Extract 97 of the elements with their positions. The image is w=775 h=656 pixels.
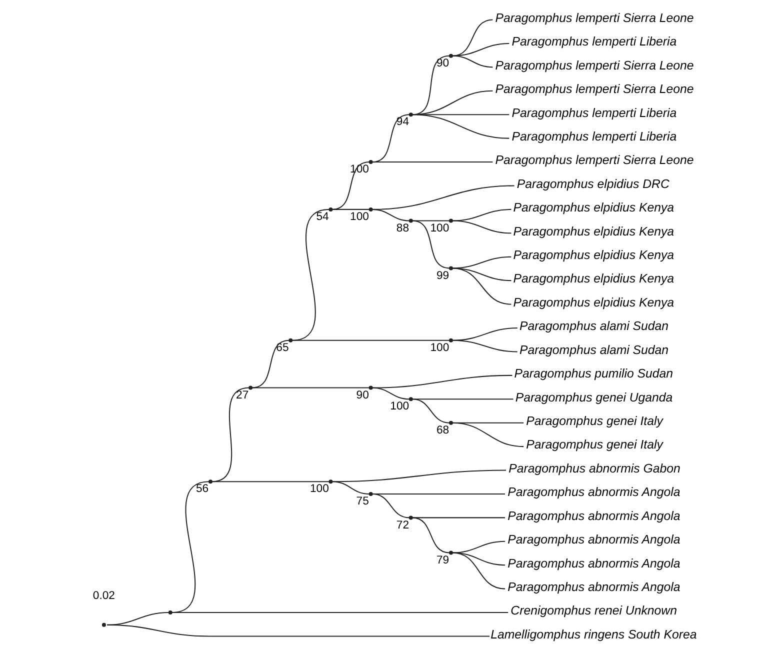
connector (452, 422, 524, 448)
node-label: 90 (436, 57, 449, 70)
node-text: Paragomphus lemperti Sierra Leone (494, 82, 694, 96)
connector (452, 552, 505, 590)
node-point (168, 610, 172, 615)
connector (452, 268, 511, 305)
label: 0.02 (92, 590, 114, 602)
node-label: 65 (276, 342, 288, 354)
connector (372, 162, 492, 163)
node-point (101, 622, 106, 627)
connector (452, 340, 517, 352)
node-point (408, 218, 412, 223)
node-text: Crenigomphus renei Unknown (510, 604, 676, 618)
node-label: 90 (356, 389, 368, 402)
connector (412, 398, 513, 400)
node-text: Paragomphus abnormis Angola (507, 508, 680, 523)
node-text: Paragomphus lemperti Sierra Leone (494, 153, 694, 168)
node-point (448, 420, 452, 425)
node-point (208, 480, 212, 484)
node-point (368, 207, 372, 212)
node-text: Paragomphus lemperti Liberia (511, 34, 676, 49)
node-label: 54 (316, 211, 328, 223)
node-label: 68 (436, 424, 449, 436)
node-text: Paragomphus elpidius Kenya (512, 295, 674, 310)
node-text: Paragomphus alami Sudan (518, 342, 668, 357)
node-text: Paragomphus elpidius Kenya (512, 224, 674, 238)
node-label: 88 (396, 222, 409, 234)
node-point (448, 54, 452, 58)
node-point (448, 266, 452, 270)
node-text: Paragomphus elpidius Kenya (512, 272, 674, 286)
node-text: Lamelligomphus ringens South Korea (490, 627, 696, 642)
connector (332, 162, 369, 210)
connector (372, 208, 409, 222)
node-point (328, 480, 332, 484)
connector (372, 387, 409, 400)
node-label: 100 (309, 483, 328, 496)
node-label: 56 (195, 483, 208, 496)
connector (452, 220, 511, 234)
connector (106, 624, 490, 637)
node-point (448, 338, 452, 342)
connector (412, 517, 450, 554)
node-text: Paragomphus elpidius Kenya (512, 248, 674, 262)
node-point (448, 218, 452, 223)
connector (332, 208, 369, 210)
connector (412, 220, 450, 269)
connector (452, 42, 509, 56)
node-point (328, 207, 332, 212)
connector (412, 517, 505, 518)
node-text: Paragomphus genei Italy (526, 414, 662, 428)
node-text: Paragomphus lemperti Sierra Leone (494, 58, 694, 72)
node-point (368, 386, 372, 390)
node-text: Paragomphus pumilio Sudan (514, 366, 673, 381)
connector (332, 481, 369, 494)
node-label: 79 (436, 554, 449, 566)
connector (452, 208, 511, 222)
node-label: 100 (430, 222, 449, 234)
node-point (408, 397, 412, 402)
node-label: 75 (356, 496, 368, 508)
node-label: 99 (436, 270, 449, 282)
node-text: Paragomphus genei Italy (526, 438, 662, 452)
node-text: Paragomphus abnormis Angola (507, 556, 680, 570)
connector (412, 114, 509, 139)
node-text: Paragomphus elpidius DRC (516, 176, 669, 191)
connector (452, 540, 505, 554)
node-point (248, 386, 252, 390)
connector (292, 340, 449, 341)
node-point (408, 516, 412, 520)
node-text: Paragomphus lemperti Sierra Leone (494, 10, 694, 25)
node-point (408, 112, 412, 117)
node-label: 100 (350, 211, 368, 223)
connector (252, 387, 369, 388)
connector (412, 398, 450, 424)
node-text: Paragomphus abnormis Angola (507, 532, 680, 547)
connector (372, 493, 409, 518)
node-label: 94 (396, 116, 409, 128)
node-point (448, 550, 452, 555)
connector (251, 340, 289, 388)
node-label: 72 (396, 519, 409, 532)
node-text: Paragomphus abnormis Gabon (508, 461, 680, 476)
node-text: Paragomphus abnormis Angola (507, 580, 680, 594)
connector (452, 19, 492, 56)
connector (171, 612, 508, 614)
node-label: 27 (236, 389, 248, 402)
node-text: Paragomphus alami Sudan (518, 319, 668, 334)
node-text: Paragomphus lemperti Liberia (511, 106, 676, 120)
connector (452, 55, 492, 68)
connector (211, 481, 329, 482)
node-text: Paragomphus lemperti Liberia (511, 129, 676, 144)
node-text: Paragomphus genei Uganda (514, 390, 672, 404)
node-text: Paragomphus abnormis Angola (507, 485, 680, 500)
node-label: 100 (430, 342, 449, 354)
node-label: 100 (390, 400, 409, 413)
connector (452, 268, 511, 282)
node-text: Paragomphus elpidius Kenya (512, 200, 674, 215)
node-point (368, 492, 372, 496)
node-point (368, 160, 372, 164)
node-point (288, 338, 292, 342)
